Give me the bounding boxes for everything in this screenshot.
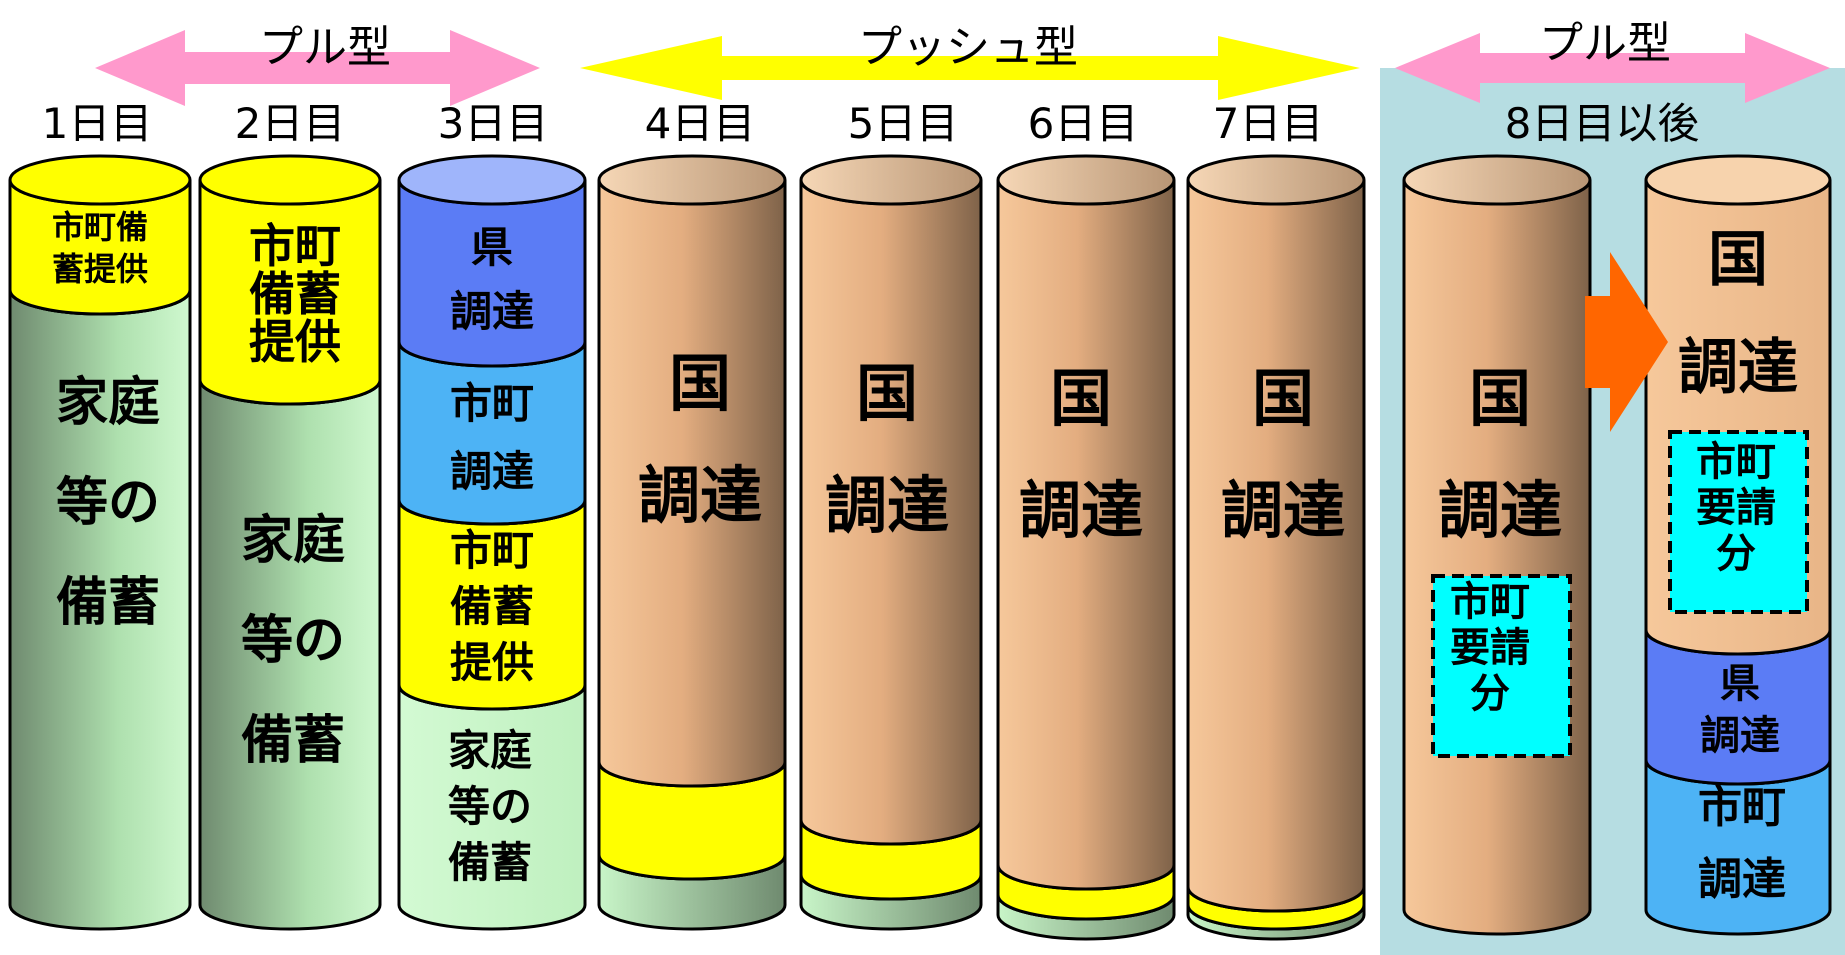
label-day3-prefecture: 県調達 [450, 223, 534, 336]
label-day2-household: 家庭等の備蓄 [241, 511, 345, 771]
label-day5-national: 国調達 [825, 357, 949, 542]
label-day6-national: 国調達 [1019, 362, 1143, 547]
day-label-2: 2日目 [235, 99, 346, 148]
pull-arrow-left [95, 30, 540, 106]
town-request-box-left [1431, 574, 1572, 758]
push-header: プッシュ型 [858, 22, 1078, 73]
label-day3-household: 家庭等の備蓄 [448, 726, 532, 887]
cylinder-day4-national [597, 154, 787, 788]
cylinder-day2-town-stock [198, 154, 382, 406]
day-label-1: 1日目 [42, 99, 153, 148]
cylinder-day5-national [799, 154, 983, 846]
push-arrow [580, 36, 1360, 100]
day-label-6: 6日目 [1028, 99, 1139, 148]
label-day7-national: 国調達 [1221, 362, 1345, 547]
label-day1-town-stock: 市町備蓄提供 [52, 208, 148, 288]
day-label-8-plus: 8日目以後 [1505, 99, 1700, 148]
label-after-town-request: 市町要請分 [1696, 439, 1776, 577]
label-day8-town-request: 市町要請分 [1450, 579, 1530, 717]
transition-arrow [1585, 252, 1668, 432]
pull-arrow-right [1395, 33, 1830, 103]
label-day1-household: 家庭等の備蓄 [56, 373, 160, 633]
label-day2-town-stock: 市町備蓄提供 [249, 219, 341, 369]
label-after-national: 国調達 [1678, 225, 1798, 403]
label-after-prefecture: 県調達 [1700, 661, 1780, 759]
label-day4-national: 国調達 [638, 347, 762, 532]
day-label-3: 3日目 [438, 99, 549, 148]
pull-header-left: プル型 [259, 22, 391, 73]
day-label-4: 4日目 [645, 99, 756, 148]
label-after-town-procurement: 市町調達 [1698, 782, 1786, 905]
label-day8-national: 国調達 [1438, 362, 1562, 547]
day-label-7: 7日目 [1213, 99, 1324, 148]
cylinder-day1-town-stock [8, 154, 192, 316]
cylinder-day7-national [1186, 154, 1366, 913]
label-day3-town-procurement: 市町調達 [450, 379, 534, 496]
cylinder-day6-national [996, 154, 1176, 891]
pull-header-right: プル型 [1539, 18, 1671, 69]
label-day3-town-stock: 市町備蓄提供 [450, 526, 534, 687]
town-request-box-right [1668, 430, 1809, 614]
day-label-5: 5日目 [848, 99, 959, 148]
cylinder-day3-prefecture [397, 154, 587, 368]
